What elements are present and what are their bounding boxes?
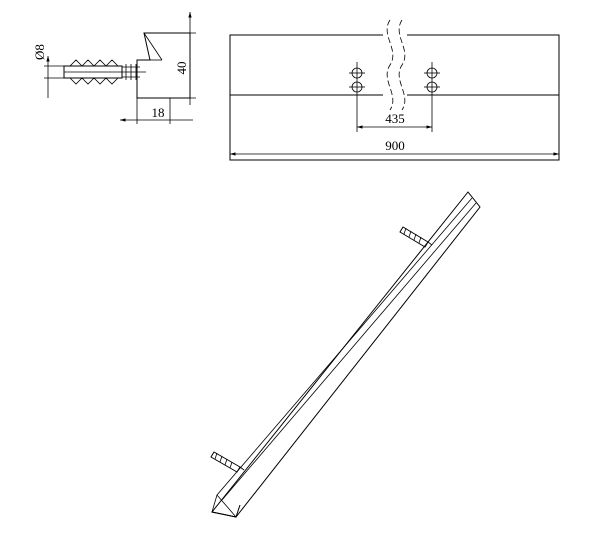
diameter-dimension-label: Ø8 bbox=[32, 44, 47, 60]
mounting-hole-left bbox=[349, 62, 365, 96]
diameter-value: 8 bbox=[32, 44, 47, 51]
depth-dimension-label: 18 bbox=[152, 105, 165, 120]
break-line-left bbox=[386, 19, 394, 111]
screw-anchor-icon bbox=[210, 451, 245, 473]
front-view: 435 900 bbox=[229, 19, 560, 161]
hole-spacing-dimension-label: 435 bbox=[385, 111, 405, 126]
side-profile-view: 40 18 Ø8 bbox=[32, 12, 196, 124]
mounting-hole-right bbox=[424, 62, 440, 96]
isometric-view bbox=[210, 191, 481, 518]
height-dimension-label: 40 bbox=[174, 62, 189, 75]
screw-anchor-icon bbox=[399, 226, 433, 248]
screw-anchor-icon bbox=[63, 59, 146, 85]
break-line-right bbox=[398, 19, 406, 111]
total-length-dimension-label: 900 bbox=[385, 138, 405, 153]
diameter-symbol: Ø bbox=[32, 51, 47, 60]
svg-text:Ø8: Ø8 bbox=[32, 44, 47, 60]
